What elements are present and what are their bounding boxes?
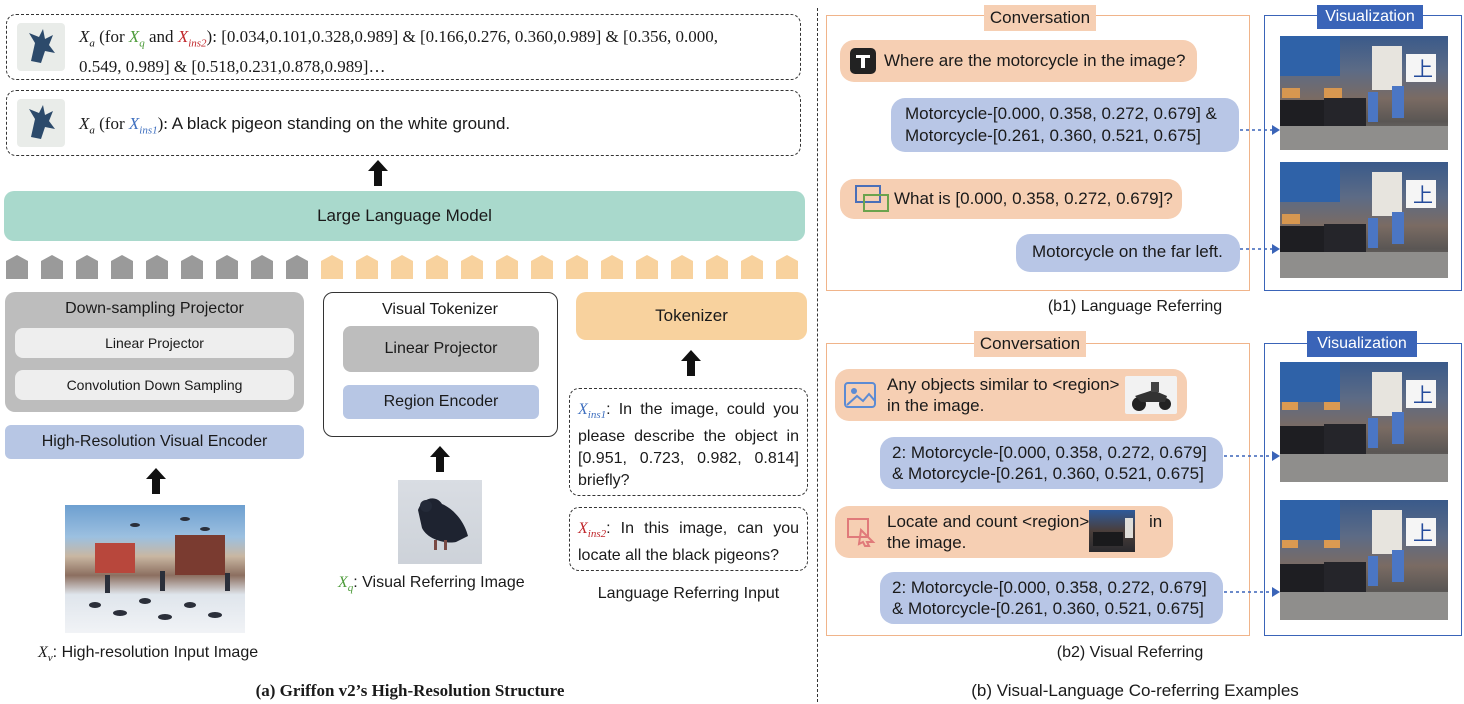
visual-referring-image	[398, 480, 482, 564]
visual-token	[76, 255, 98, 279]
output-text-1: Xa (for Xq and Xins2): [0.034,0.101,0.32…	[79, 27, 718, 77]
svg-text:上: 上	[1413, 521, 1433, 545]
linear-projector: Linear Projector	[15, 328, 294, 358]
arrow-up-icon	[146, 468, 166, 494]
b1-q1-text: Where are the motorcycle in the image?	[884, 51, 1186, 70]
arrow-up-icon	[368, 160, 388, 186]
svg-text:上: 上	[1413, 57, 1433, 81]
output-box-visual-referring: Xa (for Xq and Xins2): [0.034,0.101,0.32…	[6, 14, 801, 80]
output-text-2: Xa (for Xins1): A black pigeon standing …	[79, 114, 511, 137]
b2-q2-in: in	[1149, 512, 1163, 531]
high-resolution-input-image	[65, 505, 245, 633]
visual-token	[181, 255, 203, 279]
b1-connector-2	[1240, 244, 1280, 254]
b2-answer-1: 2: Motorcycle-[0.000, 0.358, 0.272, 0.67…	[880, 437, 1223, 489]
token-row	[6, 255, 798, 279]
instruction-ins2: Xins2: In this image, can you locate all…	[569, 507, 808, 571]
text-token	[671, 255, 693, 279]
caption-part-b: (b) Visual-Language Co-referring Example…	[971, 681, 1299, 700]
region-cursor-icon	[845, 516, 877, 548]
text-token	[601, 255, 623, 279]
svg-text:上: 上	[1413, 383, 1433, 407]
text-token	[776, 255, 798, 279]
b2-answer-2: 2: Motorcycle-[0.000, 0.358, 0.272, 0.67…	[880, 572, 1223, 624]
b2-viz-image-1: 上	[1280, 362, 1448, 482]
b2-connector-2	[1224, 587, 1280, 597]
caption-visual-referring: Xq: Visual Referring Image	[338, 574, 525, 595]
b1-visualization-label: Visualization	[1317, 5, 1423, 29]
convolution-down-sampling: Convolution Down Sampling	[15, 370, 294, 400]
b1-viz-image-1: 上	[1280, 36, 1448, 150]
caption-b2: (b2) Visual Referring	[1056, 644, 1204, 661]
text-token	[566, 255, 588, 279]
text-token	[391, 255, 413, 279]
visual-token	[146, 255, 168, 279]
hr-encoder-label: High-Resolution Visual Encoder	[41, 433, 268, 450]
griffin-logo-icon	[17, 99, 65, 147]
vt-linear-projector: Linear Projector	[343, 326, 539, 372]
visual-token	[41, 255, 63, 279]
visual-token	[6, 255, 28, 279]
b1-viz-image-2: 上	[1280, 162, 1448, 278]
visual-tokenizer-title: Visual Tokenizer	[382, 301, 498, 318]
b2-a1-text: 2: Motorcycle-[0.000, 0.358, 0.272, 0.67…	[892, 443, 1207, 483]
image-icon	[843, 381, 877, 409]
region-thumb-scene	[1089, 510, 1135, 552]
caption-part-a: (a) Griffon v2’s High-Resolution Structu…	[255, 681, 565, 700]
visual-token	[111, 255, 133, 279]
section-divider	[817, 8, 818, 702]
b2-a2-text: 2: Motorcycle-[0.000, 0.358, 0.272, 0.67…	[892, 578, 1207, 618]
text-token	[356, 255, 378, 279]
visual-tokenizer: Visual Tokenizer Linear Projector Region…	[323, 292, 558, 437]
high-resolution-visual-encoder: High-Resolution Visual Encoder	[5, 425, 304, 459]
text-token	[496, 255, 518, 279]
b1-answer-2: Motorcycle on the far left.	[1016, 234, 1240, 272]
text-token	[426, 255, 448, 279]
b1-answer-1: Motorcycle-[0.000, 0.358, 0.272, 0.679] …	[891, 98, 1239, 152]
arrow-up-icon	[430, 446, 450, 472]
text-t-icon	[850, 48, 876, 74]
b1-conversation-label: Conversation	[984, 5, 1096, 31]
b1-a2-text: Motorcycle on the far left.	[1032, 242, 1223, 261]
tokenizer: Tokenizer	[576, 292, 807, 340]
text-token	[741, 255, 763, 279]
instruction-ins1: Xins1: In the image, could you please de…	[569, 388, 808, 496]
caption-b1: (b1) Language Referring	[1047, 298, 1223, 315]
down-sampling-projector: Down-sampling Projector Linear Projector…	[5, 292, 304, 412]
svg-text:上: 上	[1413, 183, 1433, 207]
b2-connector-1	[1224, 451, 1280, 461]
b2-q2-text: Locate and count <region>the image.	[887, 512, 1090, 552]
b1-question-2: What is [0.000, 0.358, 0.272, 0.679]?	[840, 179, 1182, 219]
text-token	[321, 255, 343, 279]
caption-language-referring-input: Language Referring Input	[597, 585, 780, 602]
region-encoder: Region Encoder	[343, 385, 539, 419]
down-sampling-title: Down-sampling Projector	[65, 300, 244, 317]
b2-question-1: Any objects similar to <region>in the im…	[835, 369, 1187, 421]
visual-token	[216, 255, 238, 279]
visual-token	[251, 255, 273, 279]
b2-conversation-label: Conversation	[974, 331, 1086, 357]
b1-a1-text: Motorcycle-[0.000, 0.358, 0.272, 0.679] …	[905, 104, 1217, 145]
b1-question-1: Where are the motorcycle in the image?	[840, 40, 1197, 82]
b1-q2-text: What is [0.000, 0.358, 0.272, 0.679]?	[894, 189, 1173, 208]
output-box-language-referring: Xa (for Xins1): A black pigeon standing …	[6, 90, 801, 156]
tokenizer-label: Tokenizer	[655, 306, 728, 325]
b2-question-2: Locate and count <region>the image. in	[835, 506, 1173, 558]
text-token	[636, 255, 658, 279]
visual-token	[286, 255, 308, 279]
b2-viz-image-2: 上	[1280, 500, 1448, 620]
large-language-model: Large Language Model	[4, 191, 805, 241]
caption-hr-input: Xv: High-resolution Input Image	[38, 644, 259, 665]
llm-label: Large Language Model	[317, 206, 492, 225]
bbox-icon	[854, 183, 890, 215]
text-token	[531, 255, 553, 279]
arrow-up-icon	[681, 350, 701, 376]
text-token	[461, 255, 483, 279]
b2-q1-text: Any objects similar to <region>in the im…	[887, 375, 1120, 415]
text-token	[706, 255, 728, 279]
b1-connector-1	[1240, 125, 1280, 135]
region-thumb-motorcycle	[1125, 376, 1177, 414]
griffin-logo-icon	[17, 23, 65, 71]
b2-visualization-label: Visualization	[1307, 331, 1417, 357]
